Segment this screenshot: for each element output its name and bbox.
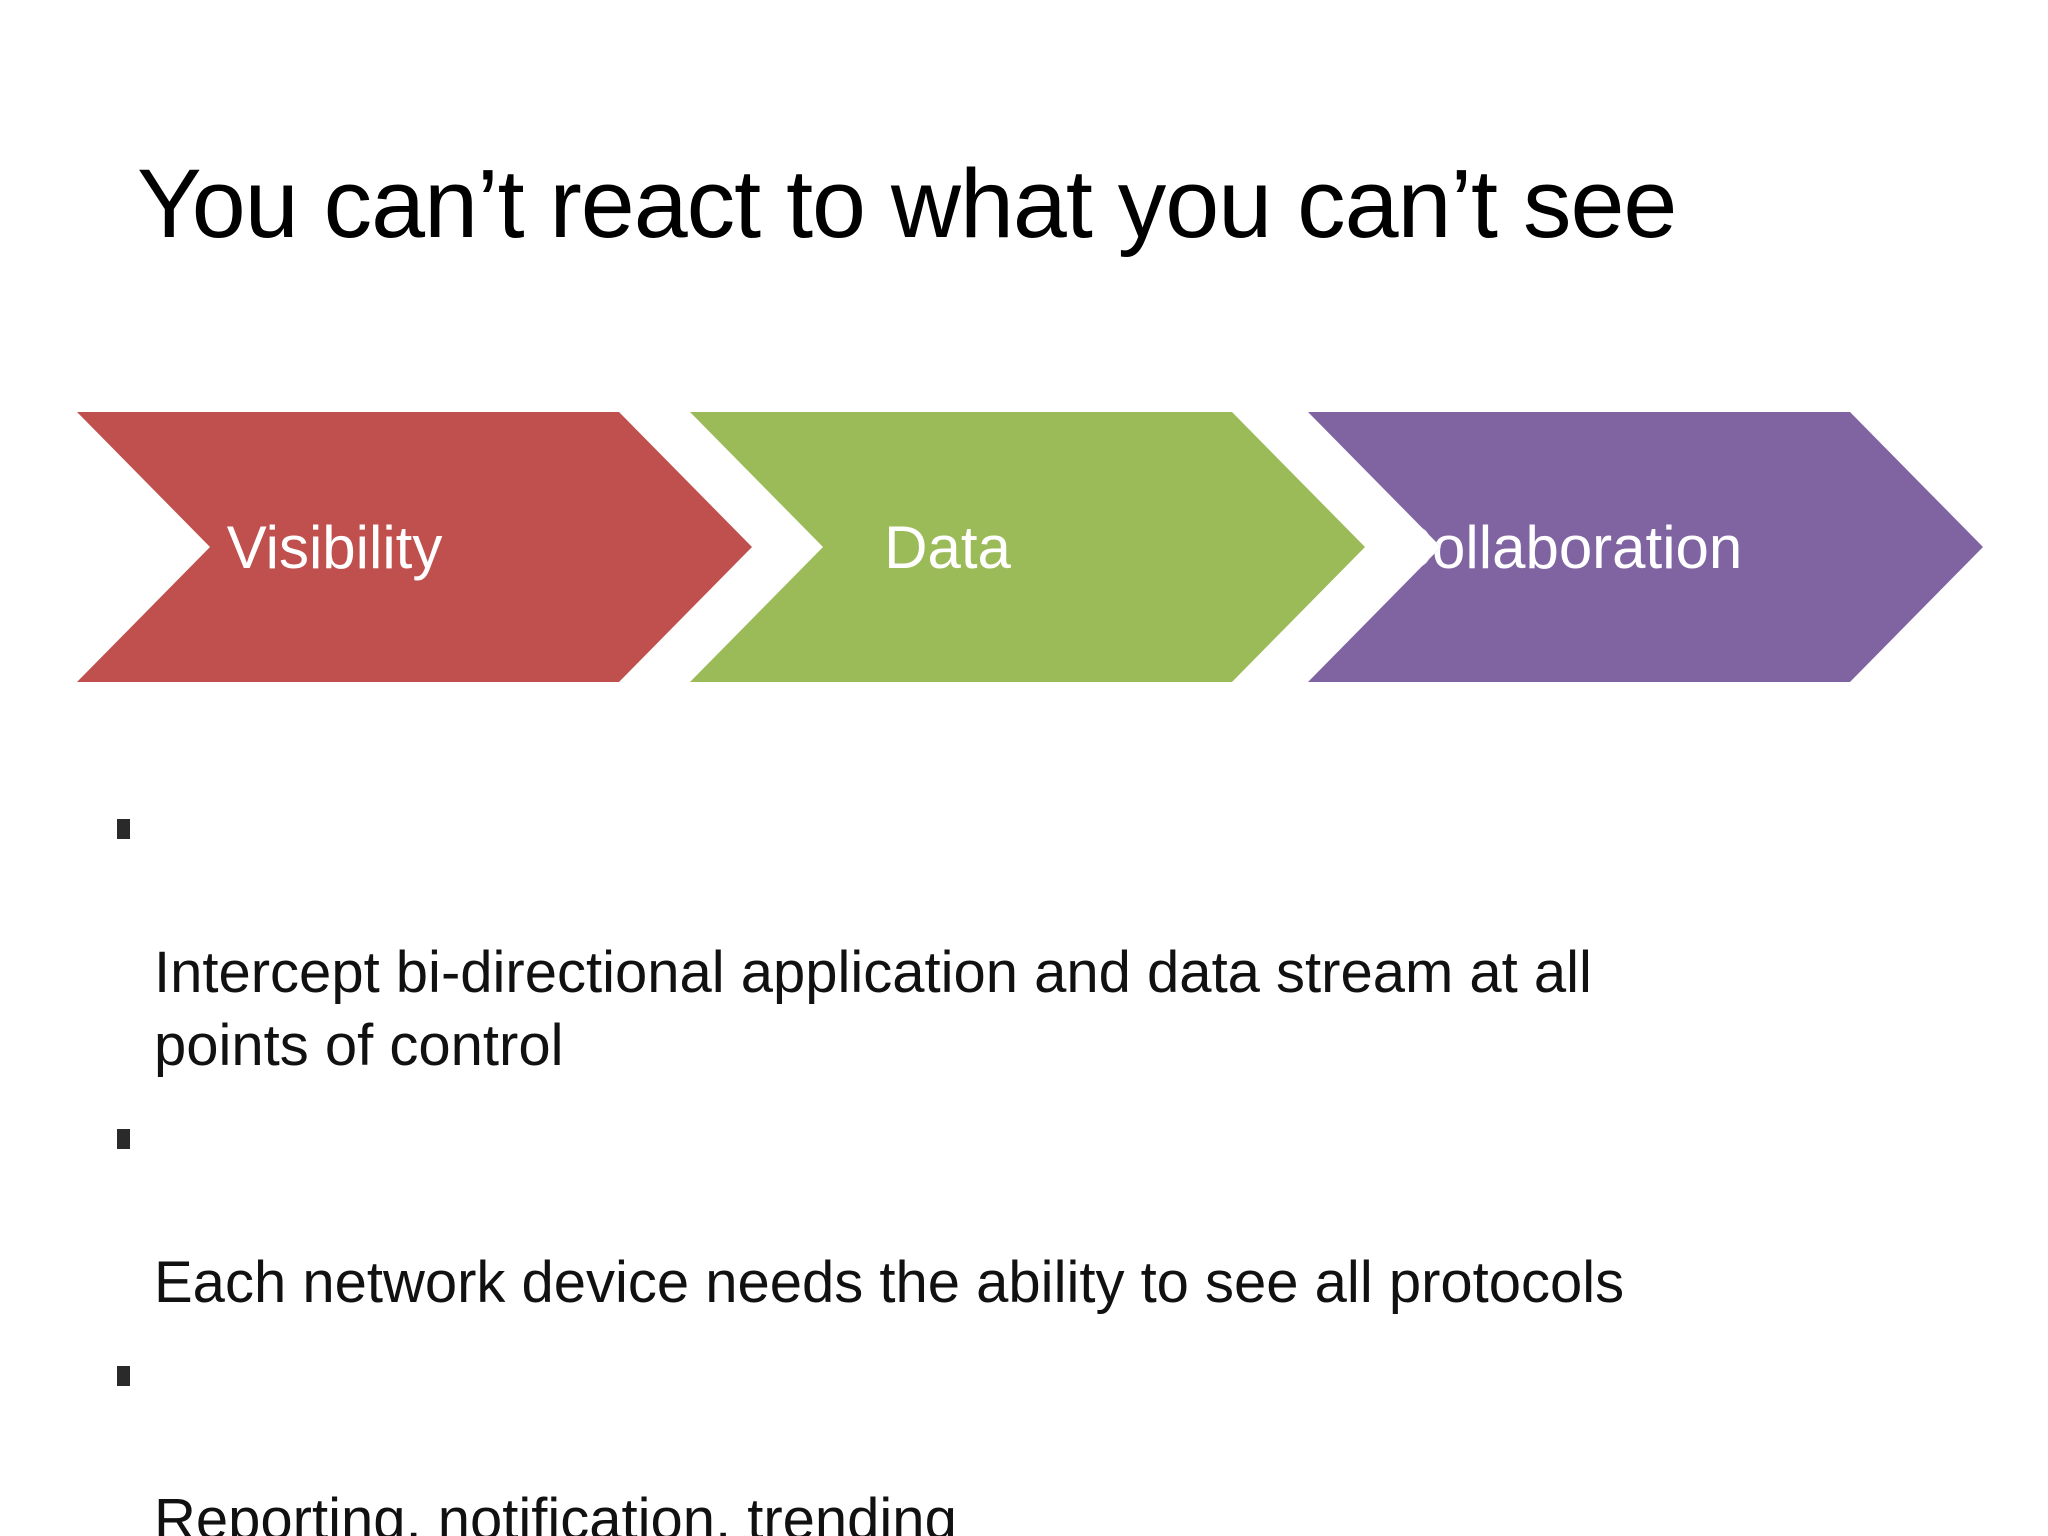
chevron-step-visibility: Visibility bbox=[77, 412, 752, 682]
bullet-item: Each network device needs the ability to… bbox=[117, 1100, 1837, 1319]
square-bullet-icon bbox=[117, 1129, 130, 1149]
slide-title: You can’t react to what you can’t see bbox=[137, 148, 1677, 258]
bullet-item: Reporting, notification, trending bbox=[117, 1337, 1837, 1536]
chevron-step-collaboration: Collaboration bbox=[1308, 412, 1983, 682]
square-bullet-icon bbox=[117, 819, 130, 839]
square-bullet-icon bbox=[117, 1366, 130, 1386]
process-diagram: Visibility Data Collaboration bbox=[0, 412, 2048, 682]
bullet-text: Intercept bi-directional application and… bbox=[154, 940, 1592, 1078]
bullet-text: Reporting, notification, trending bbox=[154, 1487, 957, 1536]
chevron-step-label: Data bbox=[884, 513, 1011, 581]
bullet-item: Intercept bi-directional application and… bbox=[117, 790, 1837, 1082]
bullet-list: Intercept bi-directional application and… bbox=[117, 790, 1837, 1536]
chevron-step-data: Data bbox=[690, 412, 1365, 682]
bullet-text: Each network device needs the ability to… bbox=[154, 1250, 1625, 1315]
chevron-step-label: Collaboration bbox=[1388, 513, 1743, 581]
chevron-step-label: Visibility bbox=[226, 513, 443, 581]
